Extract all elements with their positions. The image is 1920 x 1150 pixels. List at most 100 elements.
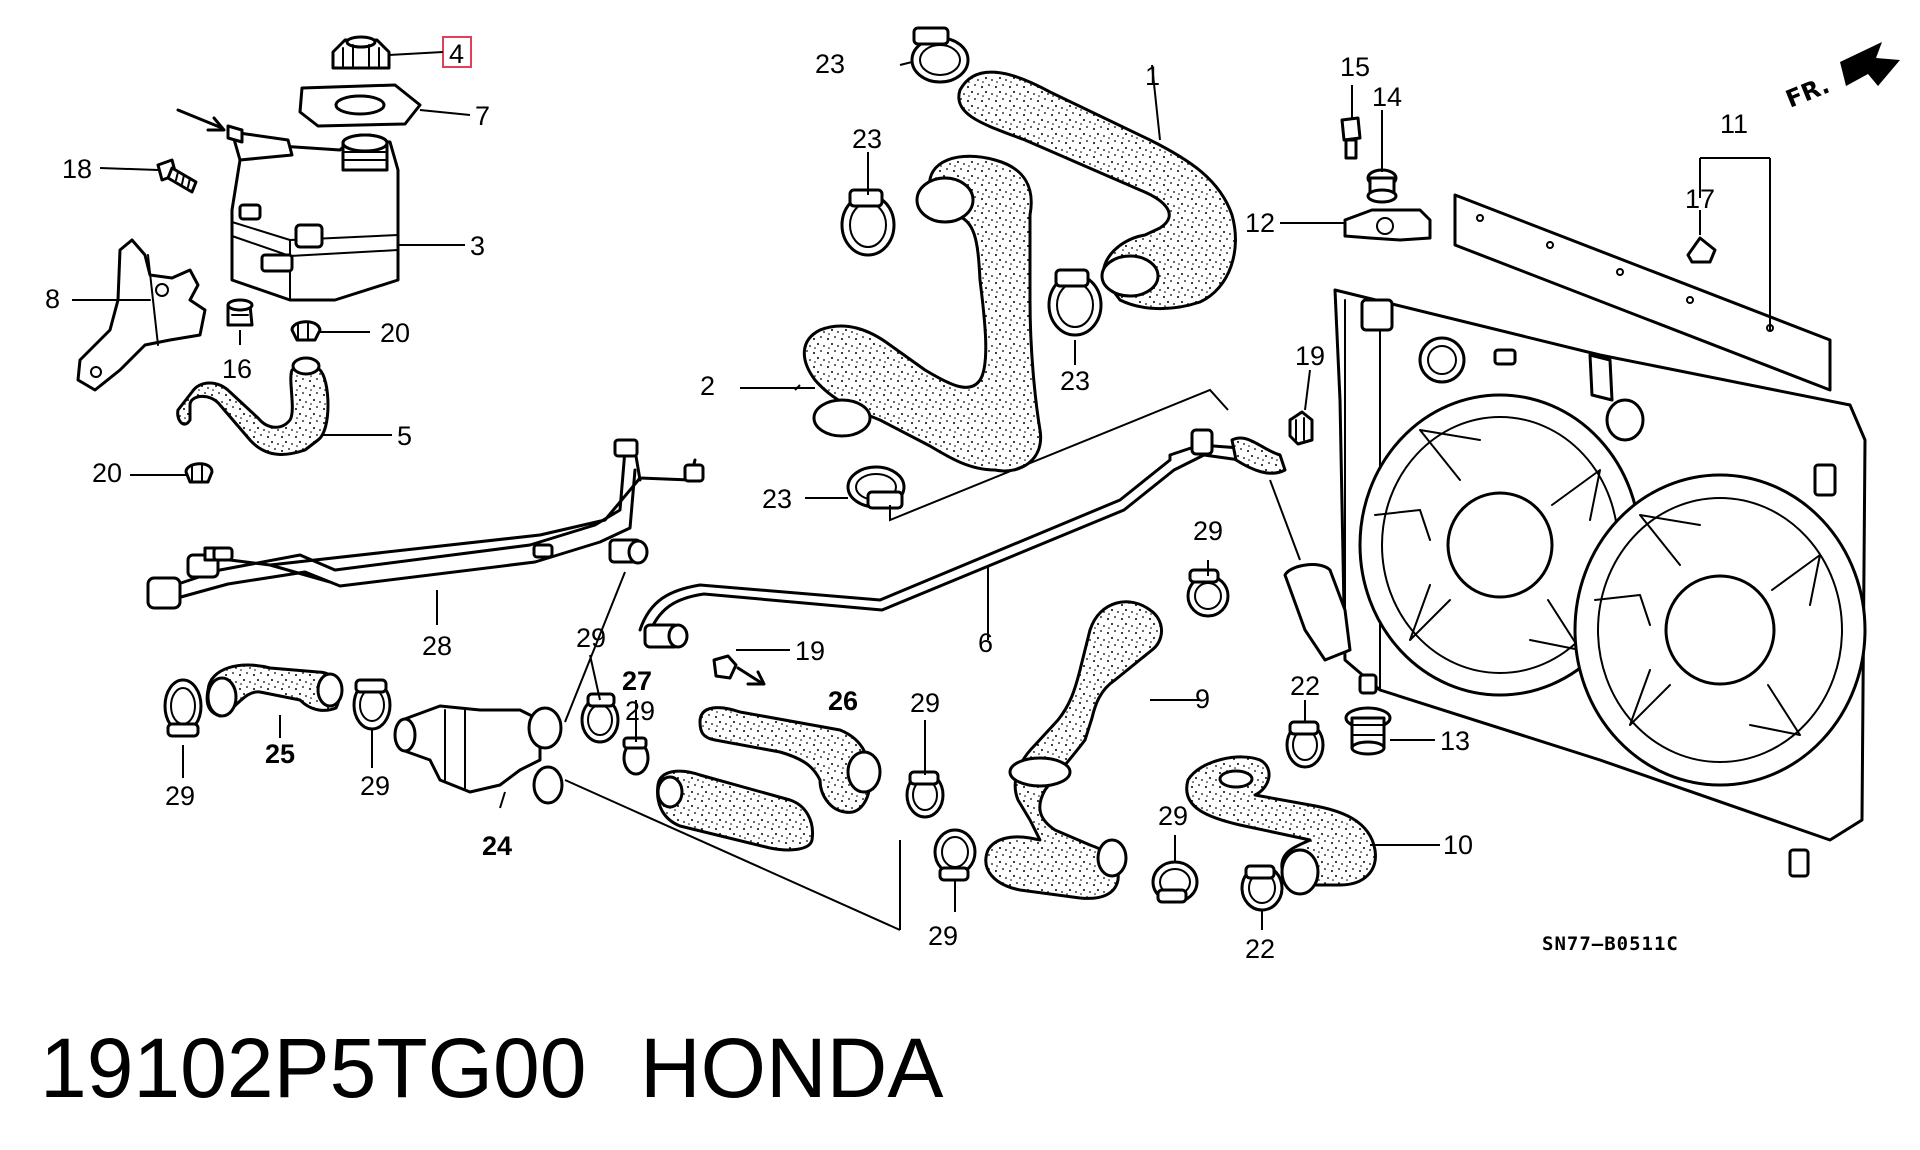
callout-10: 10 [1443,830,1473,860]
water-hose-26 [656,706,872,852]
tank-bracket [76,238,207,392]
hose-clamp-29c [580,692,620,744]
radiator-cap [1344,706,1392,756]
mount-bolt [1340,116,1362,160]
callout-29-f: 29 [1158,801,1188,831]
callout-20-lower: 20 [92,458,122,488]
callout-13: 13 [1440,726,1470,756]
callout-19-upper: 19 [1295,341,1325,371]
hose-clamp-22a [1285,720,1325,769]
hose-clamp-29e [1186,568,1230,618]
callout-29-b: 29 [360,771,390,801]
callout-27: 27 [622,666,652,696]
callout-6: 6 [978,628,993,658]
hose-clip-bottom [184,462,214,484]
arrow-head-clip-19 [746,670,766,686]
radiator-inlet-neck [1283,563,1352,662]
callout-1: 1 [1145,61,1160,91]
leader-bracket-11 [1699,157,1771,330]
radiator-upper-mount [1343,208,1432,242]
pipe-6-connector-line [889,388,1229,522]
callout-23-top: 23 [815,49,845,79]
front-direction-arrow-icon [1840,42,1900,86]
callout-9: 9 [1195,684,1210,714]
callout-22-lower: 22 [1245,934,1275,964]
reserve-tank [226,124,400,302]
callout-29-d: 29 [910,688,940,718]
radiator-hose-10 [1185,755,1377,888]
water-pipe-assembly [146,438,705,610]
callout-29-g: 29 [928,921,958,951]
callout-labels: 1 2 3 4 5 6 7 8 9 10 11 12 13 14 15 16 1… [45,39,1748,964]
radiator-hose-9 [984,600,1163,900]
arrow-head-tank [206,116,226,132]
hose-clamp-23d [846,465,906,510]
reserve-tank-cap [331,35,391,70]
overflow-hose-end [291,356,321,376]
breather-pipe [638,428,1287,649]
callout-23-right: 23 [1060,366,1090,396]
leader-radiator-neck [1269,479,1301,561]
cap-seal [298,83,422,128]
callout-23-left: 23 [852,124,882,154]
hose-clamp-29g [933,828,977,882]
callout-28: 28 [422,631,452,661]
lower-radiator-hose [802,154,1043,473]
callout-7: 7 [475,101,490,131]
hose-clamp-29d [622,736,650,776]
bypass-joint [393,704,564,805]
upper-radiator-hose [957,70,1237,310]
callout-26: 26 [828,686,858,716]
hose-clamp-22b [1240,864,1284,912]
callout-29-h: 29 [625,696,655,726]
overflow-hose [176,362,330,456]
callout-15: 15 [1340,52,1370,82]
mount-nut [1366,168,1398,204]
callout-29-a: 29 [165,781,195,811]
callout-12: 12 [1245,208,1275,238]
leader-bracket-24-29 [564,779,901,931]
callout-17: 17 [1685,184,1715,214]
part-number-caption: 19102P5TG00 [40,1021,586,1115]
brand-caption: HONDA [640,1021,943,1115]
tank-grommet [226,298,254,327]
callout-3: 3 [470,231,485,261]
callout-11: 11 [1720,109,1748,139]
arrow-tank-inlet [176,108,224,130]
hose-clamp-23b [840,188,896,257]
cooling-fan-left [1358,393,1642,697]
pipe-clip-19-lower [712,654,738,680]
callout-20-upper: 20 [380,318,410,348]
hose-clamp-29f [905,770,945,819]
radiator-support-strip [1453,193,1832,392]
callout-4: 4 [449,39,464,69]
hose-clamp-29a [163,678,203,738]
callout-18: 18 [62,154,92,184]
callout-leaders [72,51,1701,930]
clip-17 [1686,236,1717,264]
callout-25: 25 [265,739,295,769]
callout-19-lower: 19 [795,636,825,666]
hose-clamp-29b [352,678,392,731]
hose-clamp-23c [1047,268,1103,337]
hose-clamp-29h [1151,860,1199,904]
hose-clamp-23a [910,26,970,84]
callout-22-upper: 22 [1290,671,1320,701]
callout-29-c: 29 [576,623,606,653]
callout-16: 16 [222,354,252,384]
hose-clip-small [290,320,322,342]
tank-bolt [156,158,198,194]
callout-14: 14 [1372,82,1402,112]
callout-23-bottom: 23 [762,484,792,514]
callout-29-e: 29 [1193,516,1223,546]
callout-2: 2 [700,371,715,401]
leader-bracket-28-29 [564,571,626,723]
arrow-clip-19 [736,666,762,684]
front-direction-label: FR. [1782,71,1834,114]
diagram-code: SN77–B0511C [1542,933,1679,955]
pipe-clip-19-upper [1288,410,1314,446]
callout-5: 5 [397,421,412,451]
cooling-fan-right [1573,473,1867,787]
callout-8: 8 [45,284,60,314]
